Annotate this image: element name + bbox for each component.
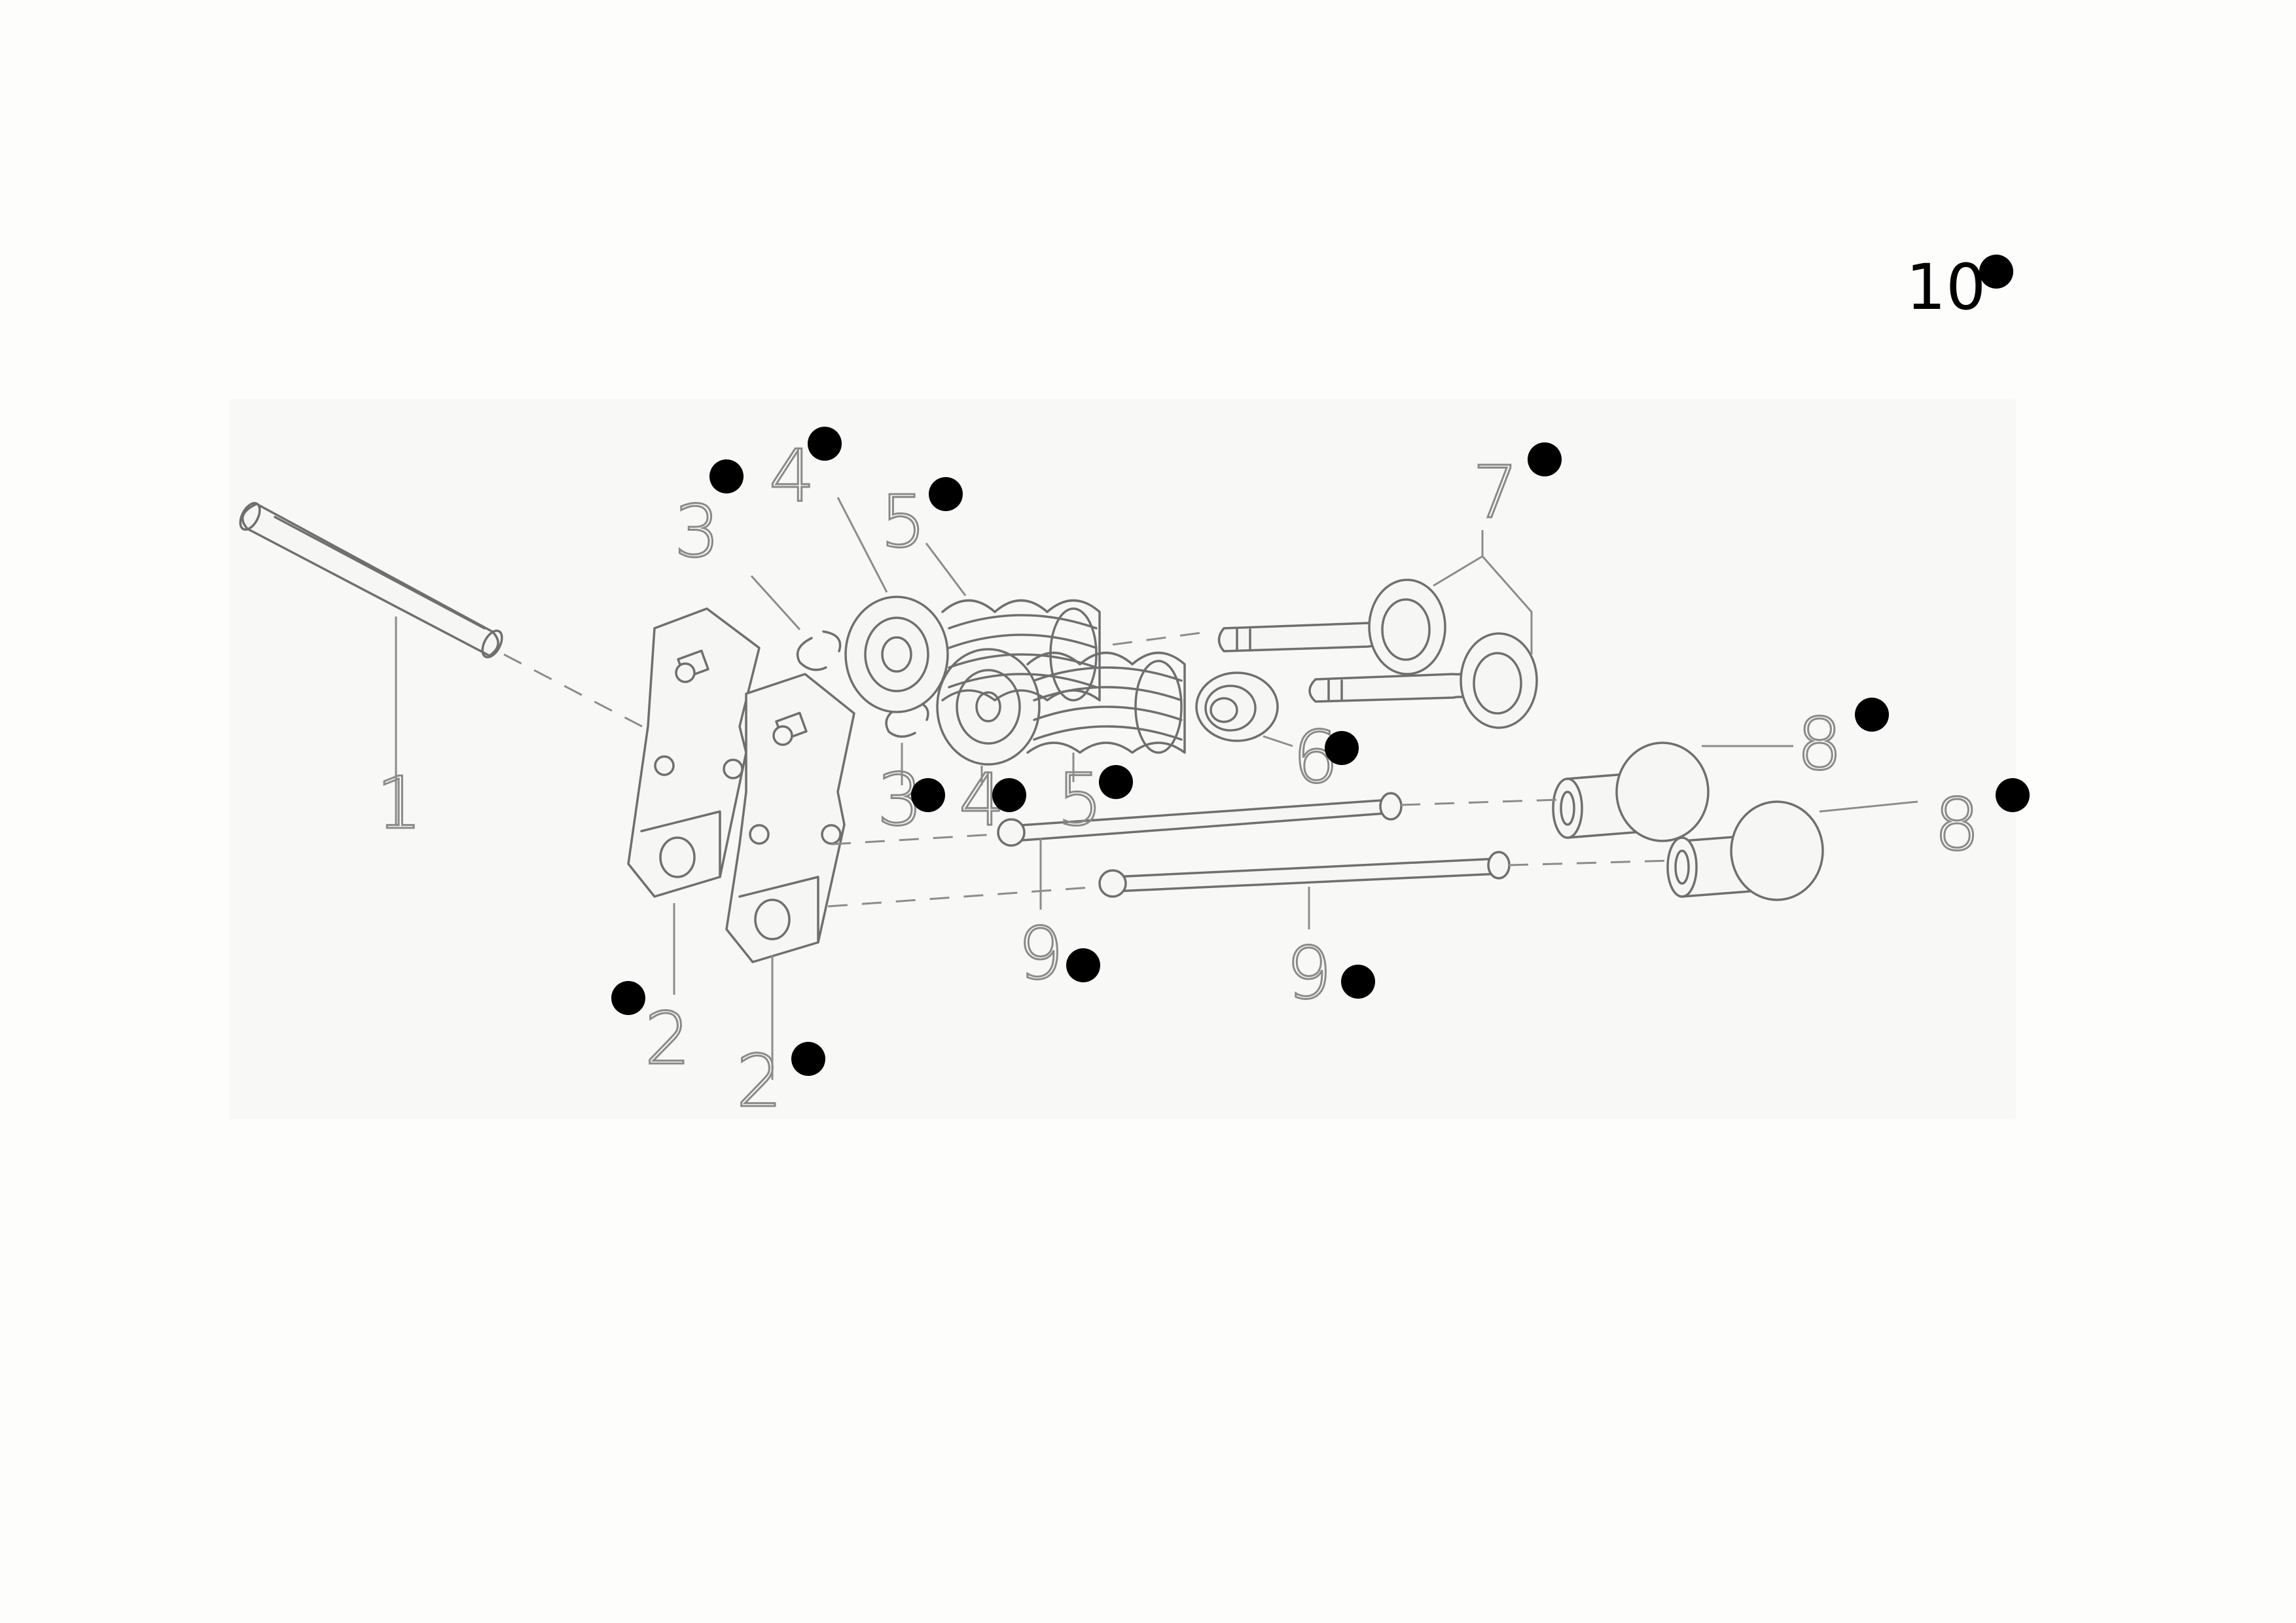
exhaust-valve	[1308, 632, 1538, 729]
callout-dot	[1325, 731, 1359, 765]
intake-valve	[1217, 579, 1446, 675]
part-9b-label: 9	[1286, 931, 1332, 1015]
rocker-axis-lower	[827, 885, 1100, 908]
leader-part-5a	[925, 543, 967, 596]
callout-dot	[1996, 778, 2030, 812]
rocker-arm-left	[627, 607, 761, 898]
part-8b-label: 8	[1934, 783, 1980, 866]
part-8a-label: 8	[1797, 702, 1842, 786]
rocker-shaft	[239, 502, 503, 658]
pushrod-axis-lower	[1508, 859, 1673, 866]
leader-part-3a	[750, 575, 801, 631]
rocker-axis-upper	[831, 833, 996, 846]
callout-dot	[611, 981, 645, 1015]
tappet-lower	[1666, 800, 1824, 901]
part-5a-label: 5	[880, 480, 926, 563]
part-4a-label: 4	[769, 434, 815, 518]
leader-part-4a	[836, 497, 888, 593]
part-5b-label: 5	[1057, 758, 1103, 842]
callout-dot	[709, 459, 744, 493]
drawing-panel	[229, 399, 2016, 1119]
pushrod-axis-upper	[1400, 798, 1558, 806]
part-2a-label: 2	[645, 997, 691, 1080]
callout-dot	[1341, 965, 1375, 999]
spring-retainer-upper	[844, 596, 949, 713]
part-3a-label: 3	[674, 490, 720, 573]
callout-dot	[911, 778, 945, 812]
valve-collet-upper	[796, 630, 842, 671]
push-rod-upper	[997, 792, 1403, 847]
leader-part-6	[1263, 735, 1293, 747]
push-rod-lower	[1098, 851, 1511, 898]
callout-dot	[1528, 442, 1562, 476]
callout-dot	[1099, 765, 1133, 799]
spring-retainer-lower	[936, 648, 1041, 766]
valve-spring-lower	[1026, 651, 1186, 754]
callout-dot	[929, 477, 963, 511]
callout-dot	[1979, 255, 2013, 289]
shaft-axis-line	[503, 653, 655, 734]
rocker-arm-right	[725, 673, 855, 963]
callout-dot	[808, 427, 842, 461]
part-1-label: 1	[376, 761, 422, 845]
part-9a-label: 9	[1018, 912, 1064, 995]
leader-part-7	[1433, 555, 1533, 654]
part-2b-label: 2	[736, 1039, 782, 1123]
valve-stem-seal	[1195, 671, 1279, 742]
tappet-upper	[1552, 741, 1710, 842]
callout-dot	[992, 778, 1026, 812]
part-7-label: 7	[1473, 450, 1518, 534]
callout-dots	[611, 255, 2030, 1076]
callout-dot	[1855, 698, 1889, 732]
corner-label: 10	[1906, 251, 1986, 324]
valve-axis-line	[1112, 630, 1211, 646]
leader-part-8b	[1819, 800, 1918, 813]
callout-dot	[791, 1042, 825, 1076]
callout-dot	[1066, 948, 1100, 982]
